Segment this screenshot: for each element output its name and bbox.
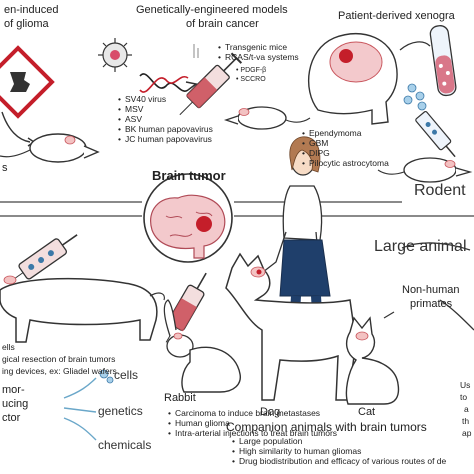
agent-flow-lines — [63, 377, 97, 441]
list-item: Ependymoma — [302, 128, 389, 138]
list-item: • SCCRO — [236, 76, 266, 83]
list-item: Carcinoma to induce brain metastases — [168, 408, 337, 418]
list-item: MSV — [118, 104, 213, 114]
agent-cells: cells — [114, 368, 139, 382]
primates-label-1: Non-human — [402, 284, 460, 296]
mouse-icon — [377, 157, 473, 183]
list-item: JC human papovavirus — [118, 134, 213, 144]
list-item: Intra-arterial injections to treat brain… — [168, 428, 337, 438]
pig-fragment-1: ells — [2, 342, 15, 352]
list-item: • PDGF-β — [236, 67, 267, 74]
agent-chemicals: chemicals — [98, 438, 152, 452]
virus-list: SV40 virus MSV ASV BK human papovavirus … — [118, 94, 213, 144]
rodent-section-label: Rodent — [414, 182, 466, 199]
rabbit-label: Rabbit — [164, 392, 196, 404]
syringe-icon — [415, 111, 456, 158]
transgenic-list: Transgenic mice RCAS/t-va systems — [218, 42, 299, 62]
dna-icon — [139, 73, 198, 93]
tumor-inducing-factor-1: mor- — [2, 384, 25, 396]
chemical-induced-label-2: of glioma — [4, 18, 49, 30]
companion-list: Large population High similarity to huma… — [232, 436, 446, 466]
mouse-icon — [223, 106, 311, 130]
test-tube-icon — [429, 25, 457, 97]
pdx-tumor-list: Ependymoma GBM DIPG Pilocytic astrocytom… — [302, 128, 389, 168]
left-fragment-text: s — [2, 162, 8, 174]
agent-genetics: genetics — [98, 404, 143, 418]
dog-icon — [225, 252, 357, 401]
brain-tumor-badge — [143, 173, 233, 263]
brain-tumor-label: Brain tumor — [152, 168, 226, 183]
dog-label: Dog — [260, 406, 281, 418]
list-item: Transgenic mice — [218, 42, 299, 52]
syringe-icon — [8, 234, 78, 284]
cell-suspension-icon — [403, 83, 427, 111]
tumor-inducing-factor-3: ctor — [2, 412, 21, 424]
cat-icon — [345, 316, 400, 405]
list-item: Drug biodistribution and efficacy of var… — [232, 456, 446, 466]
right-fragment: Us — [460, 380, 471, 390]
transgenic-sub-list: • PDGF-β • SCCRO — [236, 66, 266, 84]
list-item: Pilocytic astrocytoma — [302, 158, 389, 168]
pig-icon — [0, 275, 165, 343]
list-item: ASV — [118, 114, 213, 124]
list-item: Human glioma — [168, 418, 337, 428]
virus-icon — [98, 38, 132, 72]
gem-title-line1: Genetically-engineered models — [136, 4, 288, 16]
pig-fragment-2: gical resection of brain tumors — [2, 354, 116, 364]
tumor-inducing-factor-2: ucing — [2, 398, 29, 410]
right-fragment: to — [460, 392, 468, 402]
cat-label: Cat — [358, 406, 376, 418]
rabbit-icon — [163, 299, 241, 393]
patient-head-icon — [307, 33, 398, 125]
pig-fragment-3: ing devices, ex: Gliadel wafers — [2, 366, 117, 376]
companion-title: Companion animals with brain tumors — [226, 420, 427, 434]
rat-icon — [0, 133, 100, 163]
hazard-sign-icon — [0, 45, 55, 119]
chemical-induced-label-1: en-induced — [4, 4, 59, 16]
pdx-title: Patient-derived xenogra — [338, 10, 455, 22]
list-item: SV40 virus — [118, 94, 213, 104]
list-item: RCAS/t-va systems — [218, 52, 299, 62]
primate-icon — [383, 242, 474, 331]
list-item: DIPG — [302, 148, 389, 158]
gem-title-line2: of brain cancer — [186, 18, 259, 30]
list-item: BK human papovavirus — [118, 124, 213, 134]
right-fragment: a — [464, 404, 469, 414]
right-fragment: ap — [462, 428, 472, 438]
list-item: GBM — [302, 138, 389, 148]
rabbit-list: Carcinoma to induce brain metastases Hum… — [168, 408, 337, 438]
right-fragment: th — [462, 416, 470, 426]
cells-icon — [99, 369, 114, 384]
large-animal-section-label: Large animal — [374, 238, 467, 255]
primates-label-2: primates — [410, 298, 453, 310]
list-item: High similarity to human gliomas — [232, 446, 446, 456]
gene-icon — [193, 44, 199, 58]
list-item: Large population — [232, 436, 446, 446]
